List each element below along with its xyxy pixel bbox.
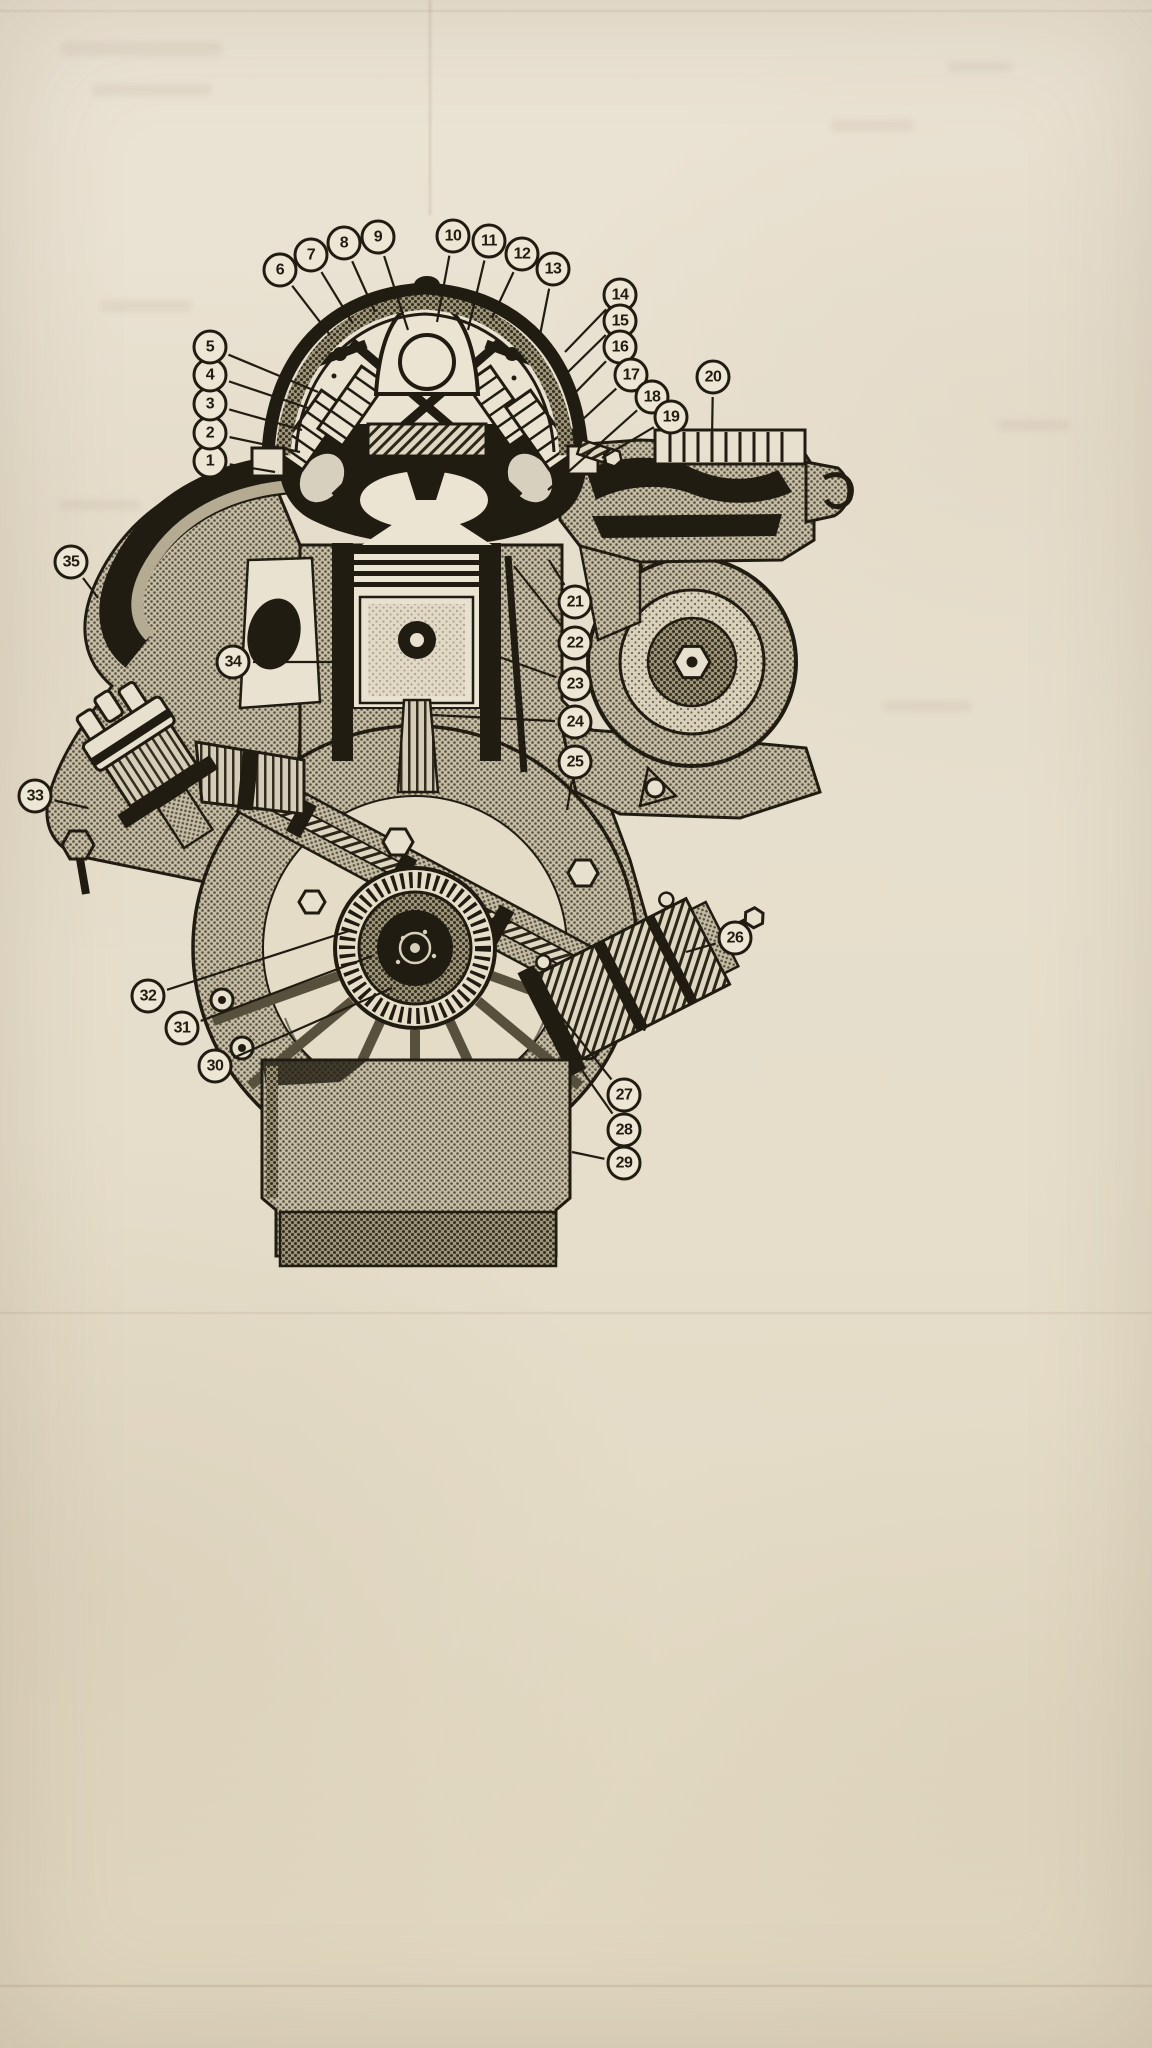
manifold-fins (653, 428, 807, 466)
callout-8: 8 (326, 225, 362, 261)
callout-18: 18 (634, 379, 670, 415)
piston-ring (353, 560, 480, 565)
callout-20: 20 (695, 359, 731, 395)
cylinder-head (278, 424, 587, 545)
callout-27: 27 (606, 1077, 642, 1113)
carb-heat-shield (366, 422, 488, 458)
callout-17: 17 (613, 357, 649, 393)
callout-23: 23 (557, 666, 593, 702)
callout-12: 12 (504, 236, 540, 272)
callout-30: 30 (197, 1048, 233, 1084)
callout-10: 10 (435, 218, 471, 254)
distributor (60, 681, 306, 895)
callout-6: 6 (262, 252, 298, 288)
callout-19: 19 (653, 399, 689, 435)
callout-34: 34 (215, 644, 251, 680)
callout-35: 35 (53, 544, 89, 580)
manifold-hook-fitting (822, 472, 854, 509)
callout-7: 7 (293, 237, 329, 273)
cylinder-piston (332, 543, 528, 794)
piston-ring (353, 571, 480, 576)
block-bolts (297, 827, 600, 915)
callout-13: 13 (535, 251, 571, 287)
callout-33: 33 (17, 778, 53, 814)
callout-26: 26 (717, 920, 753, 956)
callout-9: 9 (360, 219, 396, 255)
callout-28: 28 (606, 1112, 642, 1148)
piston-ring (353, 582, 480, 587)
callout-32: 32 (130, 978, 166, 1014)
callout-31: 31 (164, 1010, 200, 1046)
callout-5: 5 (192, 329, 228, 365)
connecting-rod (396, 698, 440, 794)
tappet-chamber (238, 556, 322, 710)
callout-22: 22 (557, 625, 593, 661)
callout-25: 25 (557, 744, 593, 780)
callout-29: 29 (606, 1145, 642, 1181)
callout-11: 11 (471, 223, 507, 259)
callout-24: 24 (557, 704, 593, 740)
callout-21: 21 (557, 584, 593, 620)
oil-pan (260, 1058, 572, 1268)
